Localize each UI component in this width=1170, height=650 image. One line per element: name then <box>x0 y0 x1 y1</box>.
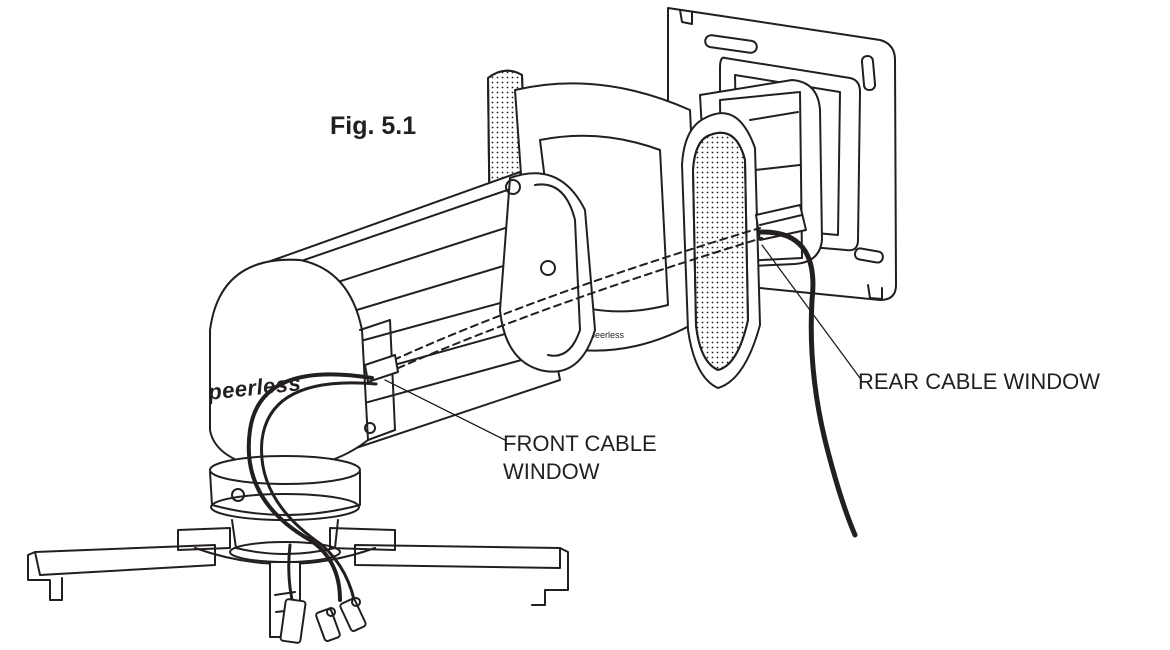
front-side-panel <box>681 112 761 389</box>
wall-plate-slot <box>860 55 877 92</box>
collar-screw <box>540 260 556 276</box>
collar-screw <box>505 179 521 195</box>
front-cable-window-label-line2: WINDOW <box>503 459 600 484</box>
rear-cable-window-label: REAR CABLE WINDOW <box>858 369 1101 394</box>
cable-connectors <box>279 597 367 644</box>
front-cable-window-leader <box>384 379 506 441</box>
arm-collar <box>499 172 596 373</box>
wall-plate-slot <box>704 34 758 54</box>
elbow-screw <box>364 422 376 434</box>
rear-cable <box>757 229 858 538</box>
figure-title: Fig. 5.1 <box>330 112 417 140</box>
svg-text:peerless: peerless <box>590 330 625 340</box>
rear-cable-window-leader <box>761 244 861 379</box>
hidden-cable-path <box>371 227 763 379</box>
swivel-base <box>209 455 361 563</box>
front-cable-window-label: FRONT CABLE WINDOW <box>503 430 657 486</box>
front-cable-window-label-line1: FRONT CABLE <box>503 431 657 456</box>
wall-plate-slot <box>853 247 884 264</box>
